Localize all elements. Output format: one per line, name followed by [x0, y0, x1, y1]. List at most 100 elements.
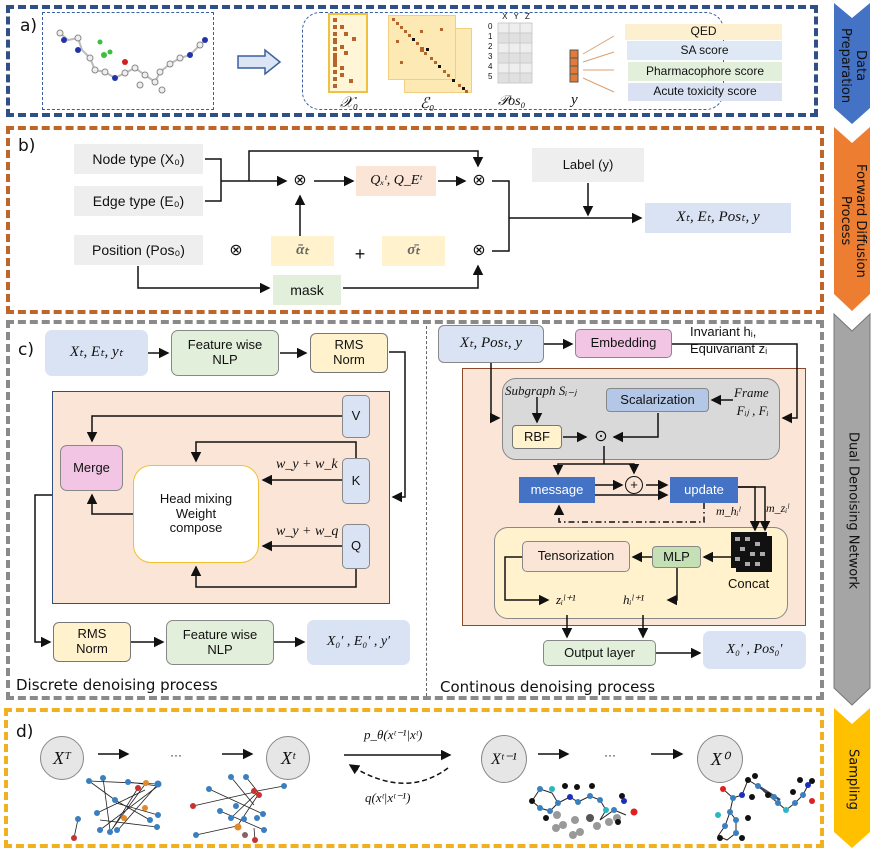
feature-nlp-1: Feature wise NLP: [171, 330, 279, 376]
m-z-label: m_zᵢˡ: [766, 501, 789, 515]
v-box: V: [342, 395, 370, 438]
embedding-box: Embedding: [575, 329, 672, 358]
node-type-box: Node type (X₀): [74, 144, 203, 174]
feature-nlp-2: Feature wise NLP: [166, 620, 274, 665]
chevron-forward-diffusion: [834, 127, 870, 311]
matrices-frame: [302, 12, 724, 110]
label-e0: ℰ₀: [420, 96, 435, 112]
pos-row: 3: [488, 52, 493, 61]
label-y-box: Label (y): [532, 148, 644, 182]
pos-row: 4: [488, 62, 493, 71]
ellipsis-1: ···: [170, 748, 182, 762]
panel-a-label: a): [20, 16, 38, 36]
concat-label: Concat: [728, 576, 770, 591]
panel-b-label: b): [18, 136, 36, 156]
property-toxicity: Acute toxicity score: [628, 83, 782, 101]
frame-indices: Fᵢⱼ , Fᵢ: [736, 403, 769, 418]
panel-a-data-preparation: [6, 5, 818, 117]
wk-label: w_y + w_k: [276, 457, 338, 472]
noisy-graph-1: [73, 777, 159, 839]
state-x0: X⁰: [697, 735, 743, 783]
sigma-bar-box: σ̄ₜ: [382, 236, 445, 266]
discrete-caption: Discrete denoising process: [16, 676, 218, 694]
position-box: Position (Pos₀): [74, 235, 203, 265]
final-molecule-nodes: [715, 773, 815, 841]
noisy-graph-1-nodes: [71, 775, 162, 841]
state-xT: Xᵀ: [40, 736, 84, 780]
label-x0: 𝒳₀: [340, 95, 359, 111]
chevron-dual-denoising: [833, 312, 871, 706]
label-y: y: [571, 92, 578, 108]
label-pos0: 𝒫os₀: [498, 94, 526, 109]
chevron-data-preparation: [834, 3, 870, 124]
p-theta-label: p_θ(xᵗ⁻¹|xᵗ): [364, 727, 423, 742]
odot-operator: ⊙: [594, 427, 608, 445]
head-mixing-box: Head mixing Weight compose: [133, 465, 259, 563]
update-box: update: [670, 477, 738, 503]
oplus-glyph: +: [630, 476, 638, 492]
discrete-input-box: Xₜ, Eₜ, yₜ: [45, 330, 148, 376]
wq-label: w_y + w_q: [276, 524, 339, 539]
invariant-text: Invariant hᵢ,: [690, 324, 757, 339]
panel-c-dual-denoising: [6, 320, 824, 700]
panel-b-forward-diffusion: [6, 126, 824, 314]
frame-label: Frame Fᵢⱼ , Fᵢ: [734, 384, 769, 420]
stage-a-label: Data Preparation: [838, 27, 868, 104]
state-xt: Xᵗ: [266, 736, 310, 780]
q-box: Q: [342, 524, 370, 569]
alpha-bar-box: ᾱₜ: [271, 236, 334, 266]
oplus-operator: +: [625, 476, 643, 494]
pos-col-x: X: [502, 12, 508, 21]
rms-norm-2: RMS Norm: [53, 622, 131, 662]
property-pharmacophore: Pharmacophore score: [628, 62, 782, 81]
partial-molecule-nodes: [529, 783, 638, 825]
property-sa-score: SA score: [627, 41, 782, 60]
output-layer-box: Output layer: [543, 640, 656, 666]
q-label: q(xᵗ|xᵗ⁻¹): [365, 790, 411, 805]
noisy-graph-2-nodes: [190, 774, 287, 843]
z-next-label: zᵢˡ⁺¹: [556, 592, 576, 607]
stage-d-label: Sampling: [845, 748, 861, 810]
rbf-box: RBF: [512, 425, 562, 449]
plus-sign: +: [354, 243, 366, 264]
tensorization-box: Tensorization: [522, 541, 630, 572]
panel-c-label: c): [18, 340, 34, 360]
h-next-label: hᵢˡ⁺¹: [623, 592, 645, 607]
state-xt-minus-1: Xᵗ⁻¹: [481, 735, 527, 783]
panel-d-label: d): [16, 722, 34, 742]
molecule-input-frame: [42, 12, 214, 110]
rms-norm-1: RMS Norm: [310, 333, 388, 373]
continuous-input-box: Xₜ, Posₜ, y: [438, 325, 544, 363]
pos-col-y: Y: [513, 12, 519, 21]
otimes-2: ⊗: [229, 241, 243, 259]
stage-b-label: Forward Diffusion Process: [838, 163, 868, 278]
continuous-output-box: X₀′ , Pos₀′: [703, 631, 806, 669]
stage-c-label: Dual Denoising Network: [845, 432, 861, 590]
otimes-1: ⊗: [293, 171, 307, 189]
chevron-sampling: [834, 708, 870, 848]
mask-box: mask: [273, 275, 341, 305]
frame-text: Frame: [734, 385, 769, 400]
partial-molecule-gray: [552, 811, 621, 839]
pos-row: 0: [488, 22, 493, 31]
m-h-label: m_hᵢˡ: [716, 504, 741, 518]
q-matrices-box: Qₓᵗ, Q_Eᵗ: [356, 166, 436, 196]
ellipsis-2: ···: [604, 748, 616, 762]
pos-row: 5: [488, 72, 493, 81]
noisy-graph-2: [192, 776, 285, 841]
continuous-caption: Continous denoising process: [440, 678, 656, 696]
message-box: message: [519, 477, 595, 503]
pos-row: 2: [488, 42, 493, 51]
discrete-output-box: X₀′ , E₀′ , y′: [307, 620, 410, 665]
property-qed: QED: [625, 24, 782, 40]
otimes-4: ⊗: [472, 241, 486, 259]
